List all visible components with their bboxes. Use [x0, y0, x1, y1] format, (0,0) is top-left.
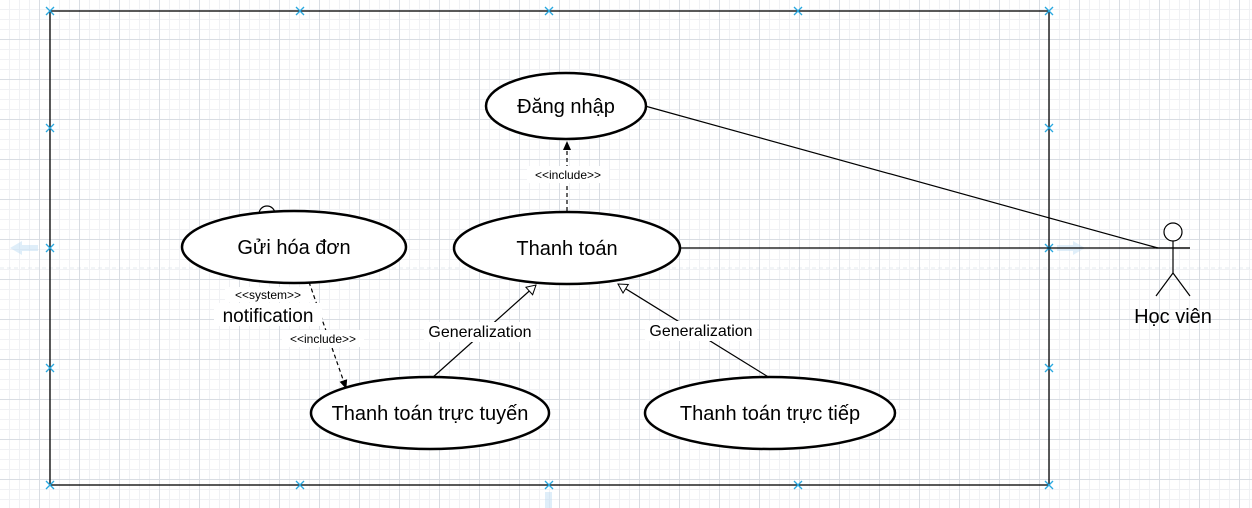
- system-stereotype-bg: [225, 287, 311, 302]
- notification-label-bg: [214, 303, 322, 326]
- generalization-left-label: Generalization: [428, 324, 531, 341]
- handle-top-2: [544, 6, 554, 16]
- use-case-payment[interactable]: Thanh toán: [452, 210, 682, 286]
- handle-left-1: [45, 123, 55, 133]
- generalization-right-label: Generalization: [649, 323, 752, 340]
- actor-student[interactable]: [1155, 222, 1191, 297]
- generalization-left-label-bg: [424, 322, 536, 342]
- use-case-online-payment[interactable]: Thanh toán trực tuyến: [309, 375, 551, 451]
- handle-bottom-3: [793, 480, 803, 490]
- handle-bottom-1: [295, 480, 305, 490]
- handle-top-right: [1044, 6, 1054, 16]
- handle-bottom-2: [544, 480, 554, 490]
- use-case-send-invoice-label: Gửi hóa đơn: [237, 237, 350, 259]
- actor-label: Học viên: [1134, 306, 1212, 328]
- include-online-label: <<include>>: [290, 332, 356, 346]
- notification-label: notification: [223, 306, 314, 327]
- association-login-actor[interactable]: [644, 105, 1159, 249]
- handle-left-3: [45, 363, 55, 373]
- use-case-direct-payment-label: Thanh toán trực tiếp: [680, 403, 860, 425]
- handle-top-3: [793, 6, 803, 16]
- handle-bottom-left: [45, 480, 55, 490]
- generalization-right-label-bg: [645, 321, 757, 341]
- handle-bottom-right: [1044, 480, 1054, 490]
- use-case-send-invoice[interactable]: Gửi hóa đơn: [180, 209, 408, 285]
- include-online-label-bg: [282, 330, 364, 347]
- handle-right-1: [1044, 123, 1054, 133]
- use-case-direct-payment[interactable]: Thanh toán trực tiếp: [643, 375, 897, 451]
- handle-top-left: [45, 6, 55, 16]
- include-login-label-bg: [527, 166, 609, 183]
- guide-arrows: [0, 241, 1252, 508]
- use-case-login[interactable]: Đăng nhập: [484, 71, 648, 141]
- use-case-payment-label: Thanh toán: [516, 238, 617, 260]
- include-login-label: <<include>>: [535, 168, 601, 182]
- handle-right-3: [1044, 363, 1054, 373]
- use-case-online-payment-label: Thanh toán trực tuyến: [332, 403, 529, 425]
- handle-top-1: [295, 6, 305, 16]
- selection-handles[interactable]: [45, 6, 1054, 490]
- actor-head-icon: [1163, 222, 1183, 242]
- handle-left-2: [45, 243, 55, 253]
- use-case-login-label: Đăng nhập: [517, 96, 615, 118]
- system-stereotype-label: <<system>>: [235, 288, 301, 302]
